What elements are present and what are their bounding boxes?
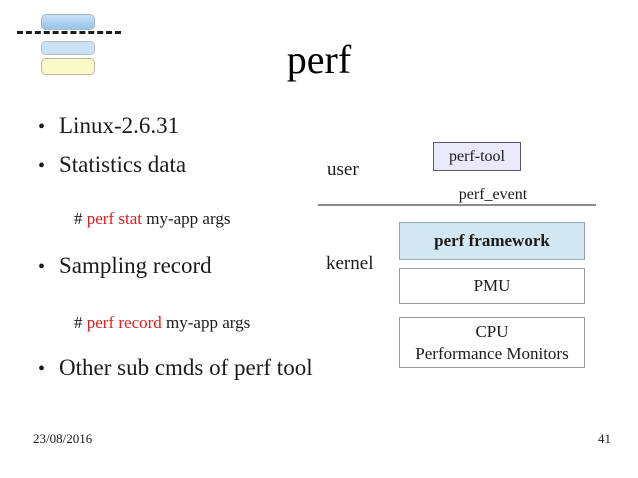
bullet-item-label: Sampling record	[59, 253, 212, 278]
bullet-item-other-cmds: • Other sub cmds of perf tool	[38, 354, 313, 382]
slide-date: 23/08/2016	[33, 431, 93, 446]
perf-framework-box: perf framework	[399, 222, 585, 260]
pmu-box: PMU	[399, 268, 585, 304]
logo-yellow-rect-icon	[41, 58, 95, 75]
command-name: perf record	[86, 313, 162, 333]
bullet-marker: •	[38, 256, 46, 278]
slide-title: perf	[286, 37, 352, 82]
user-kernel-divider-line	[318, 204, 596, 206]
perf-event-api-label: perf_event	[458, 186, 528, 203]
user-space-label: user	[327, 159, 359, 180]
page-number: 41	[598, 431, 611, 446]
bullet-marker: •	[38, 116, 46, 138]
cpu-box-line1: CPU	[475, 322, 509, 342]
bullet-marker: •	[38, 155, 46, 177]
command-line-record: # perf record my-app args	[57, 293, 250, 354]
perf-tool-box: perf-tool	[433, 142, 521, 171]
logo-dashed-line-icon	[17, 31, 121, 34]
kernel-space-label: kernel	[326, 253, 374, 274]
bullet-item-label: Statistics data	[59, 152, 187, 177]
command-hash: #	[74, 313, 87, 333]
command-args: my-app args	[141, 209, 231, 229]
bullet-item-statistics: • Statistics data	[38, 151, 186, 179]
bullet-item-sampling: • Sampling record	[38, 252, 212, 280]
command-args: my-app args	[161, 313, 251, 333]
cpu-performance-monitors-box: CPU Performance Monitors	[399, 317, 585, 368]
bullet-item-label: Other sub cmds of perf tool	[59, 355, 313, 380]
cpu-box-line2: Performance Monitors	[415, 343, 569, 363]
bullet-marker: •	[38, 358, 46, 380]
command-hash: #	[74, 209, 87, 229]
logo-light-blue-rect-icon	[41, 41, 95, 55]
command-line-stat: # perf stat my-app args	[57, 189, 230, 250]
command-name: perf stat	[86, 209, 142, 229]
logo-blue-rect-icon	[41, 14, 95, 30]
bullet-item-label: Linux-2.6.31	[59, 113, 180, 138]
bullet-item-linux: • Linux-2.6.31	[38, 112, 179, 140]
